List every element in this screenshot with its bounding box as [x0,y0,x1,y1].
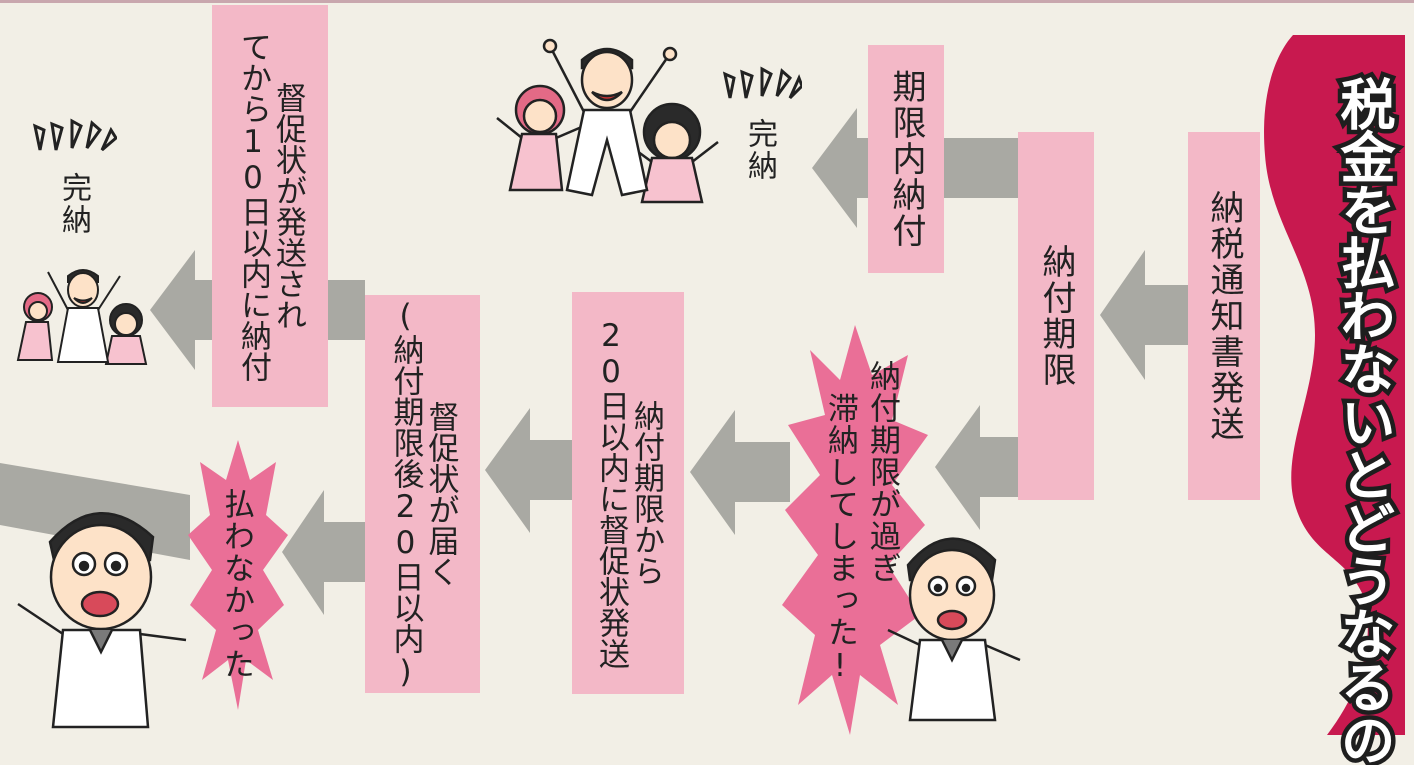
cheering-people-illustration [496,38,719,204]
box-reminder-sent: 納付期限から 20日以内に督促状発送 [572,292,684,694]
box-paid-on-time-text: 期限内納付 [886,69,926,249]
title-band [1264,35,1405,735]
title: 税金を払わないとどうなるの [1327,72,1400,765]
box-notice: 納税通知書発送 [1188,132,1260,500]
burst-not-paid-text: 払わなかった [218,488,254,680]
box-reminder-arrives-line2: (納付期限後20日以内) [387,298,424,690]
cheering-people-illustration-small [16,269,148,365]
box-paid-after-reminder-line2: てから10日以内に納付 [235,30,271,382]
box-deadline: 納付期限 [1018,132,1094,500]
burst-not-paid [188,440,288,710]
box-deadline-text: 納付期限 [1036,244,1076,388]
burst-overdue-line1: 納付期限が過ぎ [864,360,900,584]
arrow-reminder-to-arrives [485,408,573,533]
exclaim-marks-left [32,118,117,152]
box-reminder-arrives-line1: 督促状が届く [422,401,459,587]
box-paid-after-reminder: 督促状が発送され てから10日以内に納付 [212,5,328,407]
arrow-arrives-to-not-paid [282,490,367,615]
burst-overdue-line2: 滞納してしまった! [822,392,858,685]
arrow-notice-to-deadline [1100,250,1190,380]
worried-man-illustration [887,537,1021,722]
complete-label-left: 完納 [56,172,91,236]
box-paid-on-time: 期限内納付 [868,45,944,273]
top-border [0,0,1414,3]
box-reminder-sent-line2: 20日以内に督促状発送 [593,317,629,669]
box-paid-after-reminder-line1: 督促状が発送され [270,82,306,330]
box-reminder-sent-line1: 納付期限から [628,400,664,586]
arrow-deadline-to-overdue [935,405,1030,530]
box-notice-text: 納税通知書発送 [1204,190,1244,442]
arrow-overdue-to-reminder [690,410,790,535]
shocked-man-illustration [17,512,187,729]
complete-label-top: 完納 [742,118,777,182]
exclaim-marks-top [722,66,802,100]
box-reminder-arrives: 督促状が届く (納付期限後20日以内) [365,295,480,693]
